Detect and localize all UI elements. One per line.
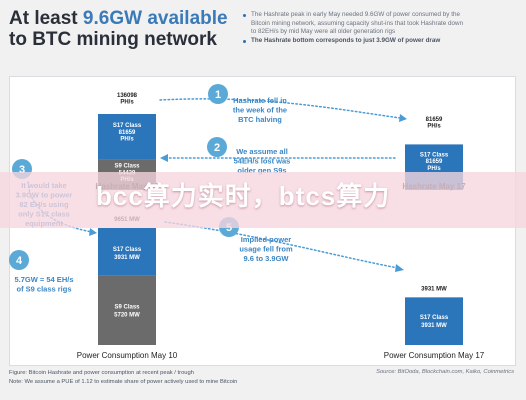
- annotation-badge-number: 3: [19, 164, 25, 176]
- connector-arrowhead: [89, 228, 97, 236]
- bar-hashrate-may10-s17: [98, 114, 156, 160]
- label-power-may17-category: Power Consumption May 17: [384, 351, 485, 360]
- annotation-badge-number: 5: [226, 222, 232, 234]
- annotation-badge: [9, 250, 29, 270]
- notes-text: to 82EH/s by mid May were all older gene…: [251, 28, 396, 36]
- connector-power-drop: [164, 221, 399, 269]
- source-note: Source: BitOoda, Blockchain.com, Kaiko, …: [376, 369, 514, 375]
- connector-arrowhead: [160, 154, 168, 162]
- connector-arrowhead: [399, 114, 407, 122]
- caption-line1: Figure: Bitcoin Hashrate and power consu…: [9, 370, 194, 376]
- annotation-badge: [207, 137, 227, 157]
- page-title: At least 9.6GW available to BTC mining n…: [9, 8, 228, 50]
- title-line1-prefix: At least: [9, 8, 83, 29]
- notes-line: The Hashrate bottom corresponds to just …: [243, 37, 515, 46]
- notes-line: to 82EH/s by mid May were all older gene…: [243, 28, 515, 37]
- title-line1-accent: 9.6GW available: [82, 8, 228, 29]
- notes-text: The Hashrate peak in early May needed 9.…: [251, 11, 460, 18]
- annotation-badge-number: 1: [215, 89, 221, 101]
- notes-line: Bitcoin mining network, assuming capacit…: [243, 20, 515, 29]
- figure-caption: Figure: Bitcoin Hashrate and power consu…: [9, 369, 309, 386]
- bar-power-may10-s9: [98, 275, 156, 345]
- title-line2: to BTC mining network: [9, 29, 217, 50]
- bar-power-may17-s17: [405, 297, 463, 345]
- bar-power-may10-s17: [98, 228, 156, 276]
- connector-hashrate-drop: [159, 98, 401, 119]
- label-power-may10-category: Power Consumption May 10: [77, 351, 178, 360]
- annotation-badge: [208, 84, 228, 104]
- notes-line: The Hashrate peak in early May needed 9.…: [243, 11, 515, 20]
- connector-arrowhead: [395, 264, 404, 272]
- watermark-band: [0, 172, 526, 228]
- caption-line2: Note: We assume a PUE of 1.12 to estimat…: [9, 378, 238, 385]
- notes-text: Bitcoin mining network, assuming capacit…: [251, 19, 464, 27]
- notes-text: The Hashrate bottom corresponds to just …: [251, 37, 441, 45]
- watermark-text: bcc算力实时，btcs算力: [96, 181, 391, 211]
- label-power-may17-total: 3931 MW: [421, 286, 447, 292]
- annotation-badge-number: 4: [16, 255, 23, 267]
- annotation-badge-number: 2: [214, 142, 220, 154]
- notes: The Hashrate peak in early May needed 9.…: [243, 11, 515, 46]
